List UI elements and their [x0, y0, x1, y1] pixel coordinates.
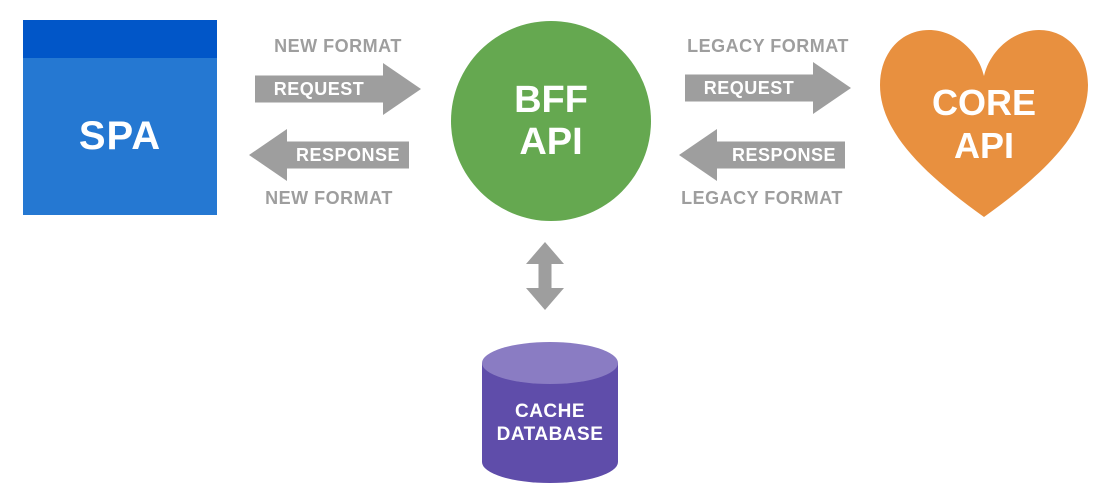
spa-bff-response-label: RESPONSE — [295, 144, 401, 165]
arrow-right-icon — [685, 62, 851, 114]
arrow-left-icon — [249, 129, 409, 181]
spa-header-bar — [23, 20, 217, 58]
bff-core-top-format-label: LEGACY FORMAT — [687, 36, 849, 56]
spa-bff-request-label: REQUEST — [273, 78, 365, 99]
bff-core-response-arrow: RESPONSE — [679, 129, 845, 181]
bff-api-label-line1: BFF — [514, 79, 588, 121]
bff-core-bottom-format-label: LEGACY FORMAT — [681, 188, 843, 208]
bff-api-label-line2: API — [519, 121, 583, 163]
spa-bff-response-arrow: RESPONSE — [249, 129, 409, 181]
spa-bff-request-arrow: REQUEST — [255, 63, 421, 115]
spa-label: SPA — [78, 114, 162, 158]
bff-core-response-label: RESPONSE — [731, 144, 837, 165]
spa-bff-top-format-label: NEW FORMAT — [274, 36, 402, 56]
bff-core-request-arrow: REQUEST — [685, 62, 851, 114]
arrow-right-icon — [255, 63, 421, 115]
spa-node: SPA — [23, 20, 217, 215]
bff-core-request-label: REQUEST — [703, 77, 795, 98]
spa-bff-bottom-format-label: NEW FORMAT — [265, 188, 393, 208]
bff-api-node: BFF API — [451, 21, 651, 221]
database-cylinder-icon — [482, 342, 618, 483]
double-headed-arrow-icon — [526, 242, 564, 310]
heart-icon — [880, 30, 1088, 217]
arrow-left-icon — [679, 129, 845, 181]
